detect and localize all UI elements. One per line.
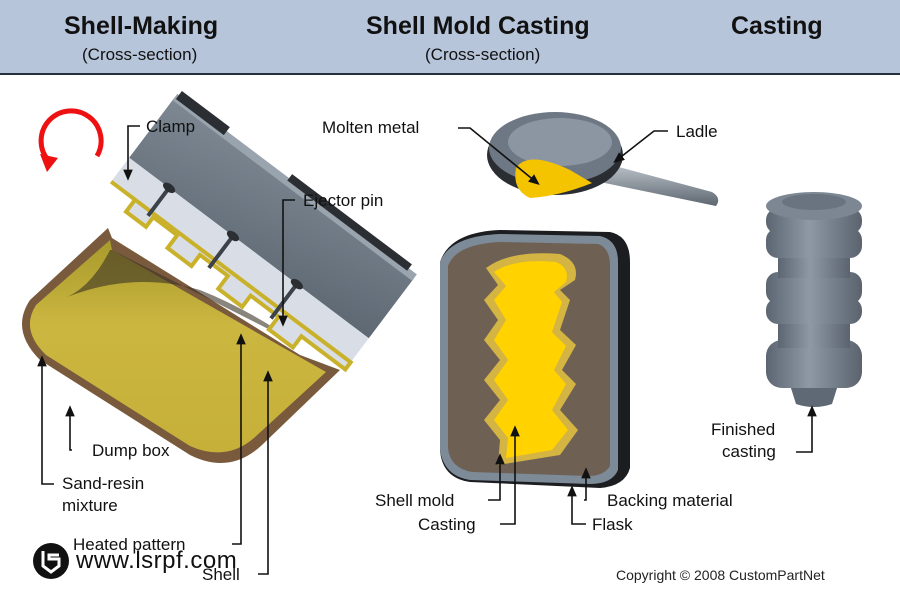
label-sand-resin: Sand-resin xyxy=(62,474,145,493)
label-clamp: Clamp xyxy=(146,117,196,136)
label-ladle: Ladle xyxy=(676,122,718,141)
lsrpf-logo-icon xyxy=(33,543,69,579)
section-subtitle-shell-making: (Cross-section) xyxy=(82,45,198,64)
label-heated-pattern: Heated pattern xyxy=(73,535,186,554)
label-flask: Flask xyxy=(592,515,633,534)
casting-part xyxy=(494,261,568,458)
finished-casting-leader xyxy=(796,405,817,453)
shell-making-leaders xyxy=(37,125,295,575)
label-shell-mold: Shell mold xyxy=(375,491,455,510)
label-finished: Finished xyxy=(711,420,776,439)
flask xyxy=(440,230,630,488)
label-molten-metal: Molten metal xyxy=(322,118,420,137)
shell-mold-casting-leaders xyxy=(458,127,668,525)
section-title-shell-making: Shell-Making xyxy=(64,12,219,40)
rotate-arrow-icon xyxy=(38,108,104,172)
watermark: www.lsrpf.com xyxy=(32,542,237,580)
label-ejector-pin: Ejector pin xyxy=(303,191,384,210)
label-shell: Shell xyxy=(202,565,240,584)
copyright: Copyright © 2008 CustomPartNet xyxy=(616,567,825,583)
watermark-text: www.lsrpf.com xyxy=(76,547,238,574)
molten-metal xyxy=(515,159,592,198)
label-casting: Casting xyxy=(418,515,476,534)
section-title-casting: Casting xyxy=(731,12,823,40)
section-title-shell-mold-casting: Shell Mold Casting xyxy=(366,12,590,40)
ladle xyxy=(487,112,719,206)
label-sand-resin-2: mixture xyxy=(62,496,118,515)
ejector-pin xyxy=(146,182,303,320)
label-casting-finished: casting xyxy=(722,442,776,461)
section-subtitle-shell-mold-casting: (Cross-section) xyxy=(425,45,541,64)
dump-box xyxy=(22,228,340,463)
finished-casting xyxy=(766,192,862,407)
label-backing-material: Backing material xyxy=(607,491,733,510)
label-dump-box: Dump box xyxy=(92,441,170,460)
pattern-plate xyxy=(109,91,417,373)
header-bar: Shell-Making (Cross-section) Shell Mold … xyxy=(0,0,900,75)
